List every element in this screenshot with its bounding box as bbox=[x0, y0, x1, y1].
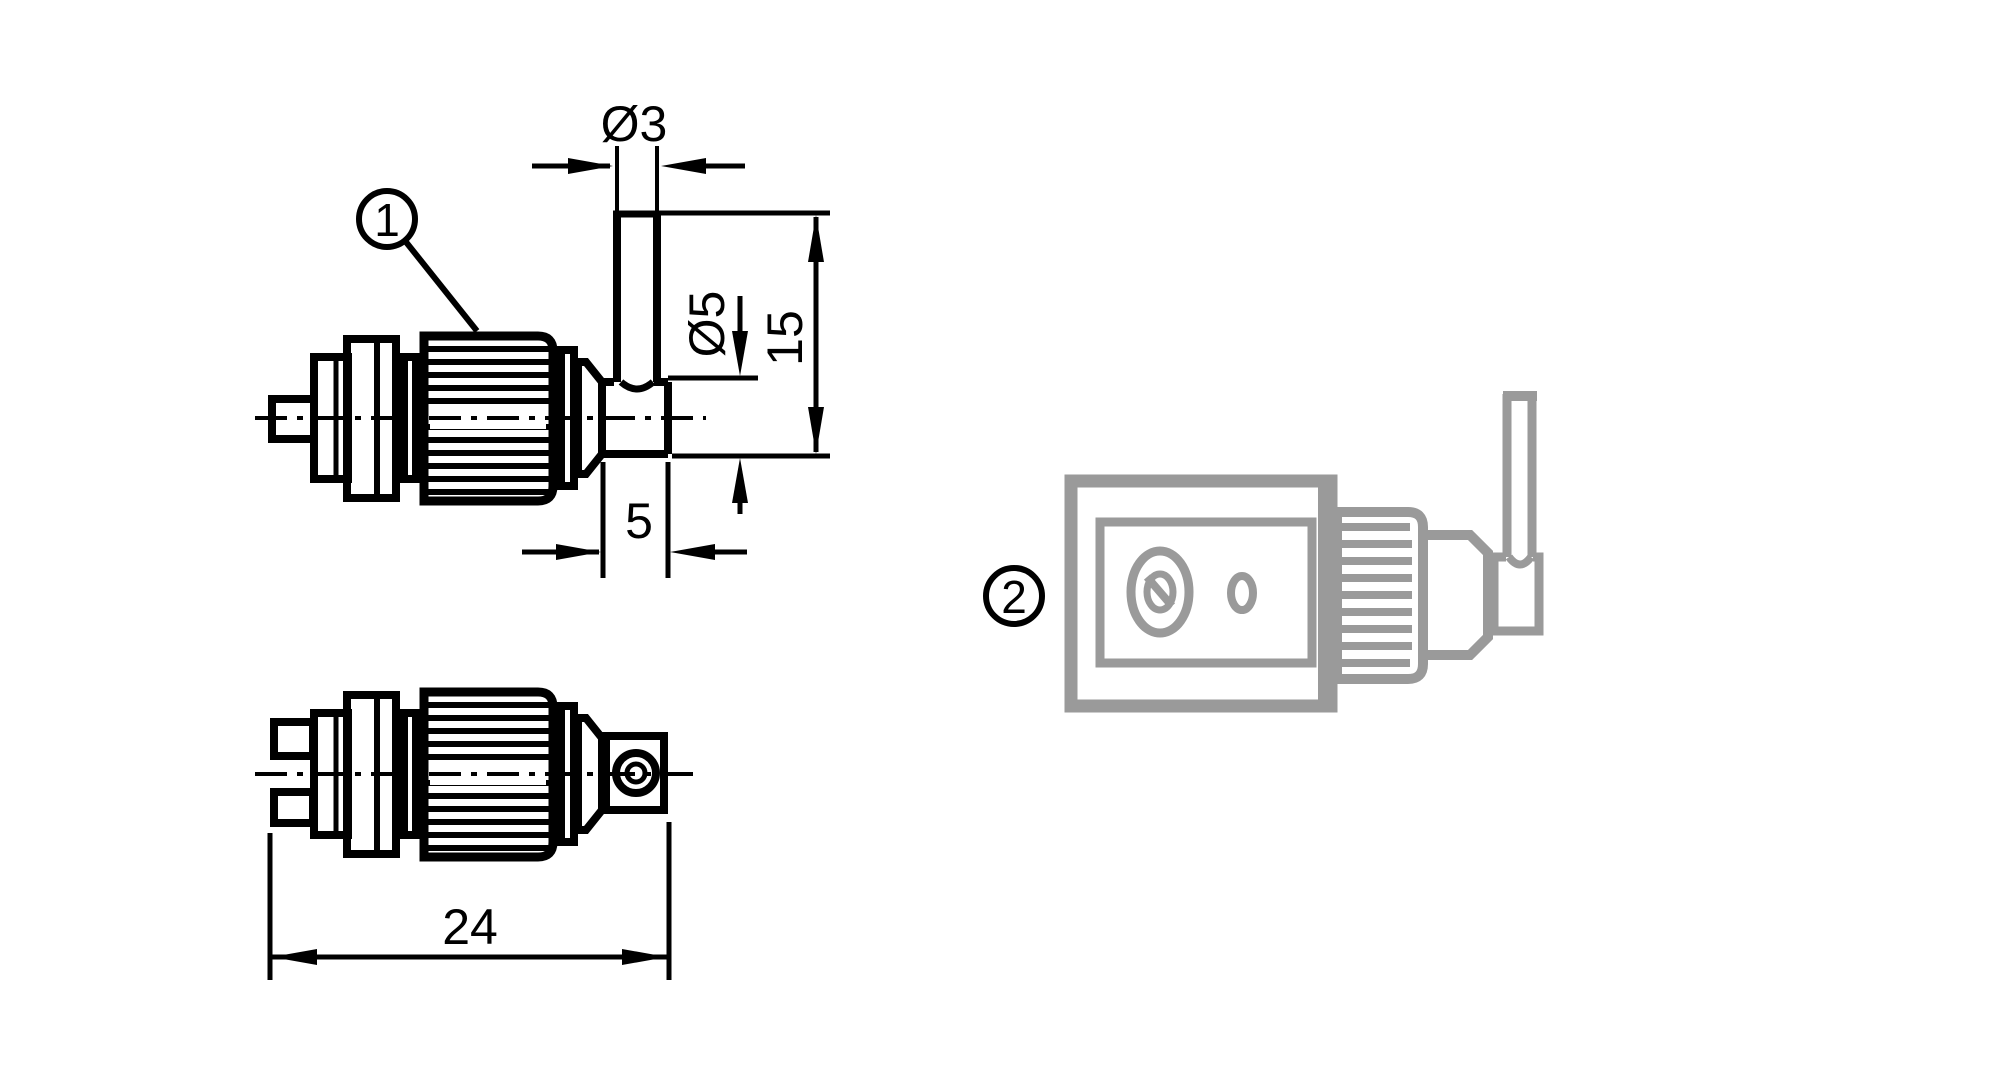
arrowhead bbox=[568, 158, 613, 174]
dimension-socket-diameter: Ø5 bbox=[668, 291, 758, 514]
housing-face-panel bbox=[1095, 517, 1317, 668]
knurl-ribs bbox=[1340, 523, 1412, 667]
screw-slot bbox=[1143, 574, 1176, 609]
arrowhead bbox=[732, 458, 748, 503]
knurled-nut bbox=[419, 331, 558, 506]
center-screw-head bbox=[1143, 570, 1177, 614]
callout-circle bbox=[983, 565, 1045, 627]
knurled-nut bbox=[1332, 507, 1428, 684]
socket-block bbox=[1489, 552, 1544, 636]
dimension-socket-length: 5 bbox=[522, 462, 747, 578]
socket-diameter-label: Ø5 bbox=[679, 291, 735, 358]
arrowhead bbox=[732, 331, 748, 376]
tube-diameter-label: Ø3 bbox=[601, 96, 668, 152]
connector-mounted-view bbox=[1064, 391, 1544, 713]
elbow-tube bbox=[613, 210, 661, 393]
contact-pin-top bbox=[270, 718, 317, 760]
center-screw-boss bbox=[1126, 546, 1194, 638]
callout-part2: 2 bbox=[983, 565, 1045, 627]
overall-length-label: 24 bbox=[442, 899, 498, 955]
valve-housing bbox=[1064, 474, 1338, 713]
socket-length-label: 5 bbox=[625, 493, 653, 549]
leader-line bbox=[403, 240, 480, 333]
callout-circle bbox=[356, 188, 418, 250]
knurled-nut bbox=[419, 687, 558, 862]
arrowhead bbox=[808, 407, 824, 454]
arrowhead bbox=[622, 949, 667, 965]
contact-pin-bottom bbox=[270, 788, 317, 827]
elbow-tube bbox=[1502, 391, 1537, 557]
body-step bbox=[1418, 530, 1493, 660]
connector-side-view bbox=[268, 210, 672, 506]
callout-part1: 1 bbox=[356, 188, 480, 333]
arrowhead bbox=[808, 215, 824, 262]
arrowhead bbox=[556, 544, 601, 560]
arrowhead bbox=[661, 158, 706, 174]
tube-height-label: 15 bbox=[757, 310, 813, 366]
arrowhead bbox=[272, 949, 317, 965]
dimension-tube-diameter: Ø3 bbox=[532, 96, 745, 211]
panel-hole bbox=[1227, 572, 1257, 614]
callout-1-label: 1 bbox=[374, 194, 400, 246]
arrowhead bbox=[670, 544, 715, 560]
dimension-overall-length: 24 bbox=[267, 822, 672, 980]
callout-2-label: 2 bbox=[1001, 571, 1027, 623]
dimension-tube-height: 15 bbox=[652, 210, 830, 459]
